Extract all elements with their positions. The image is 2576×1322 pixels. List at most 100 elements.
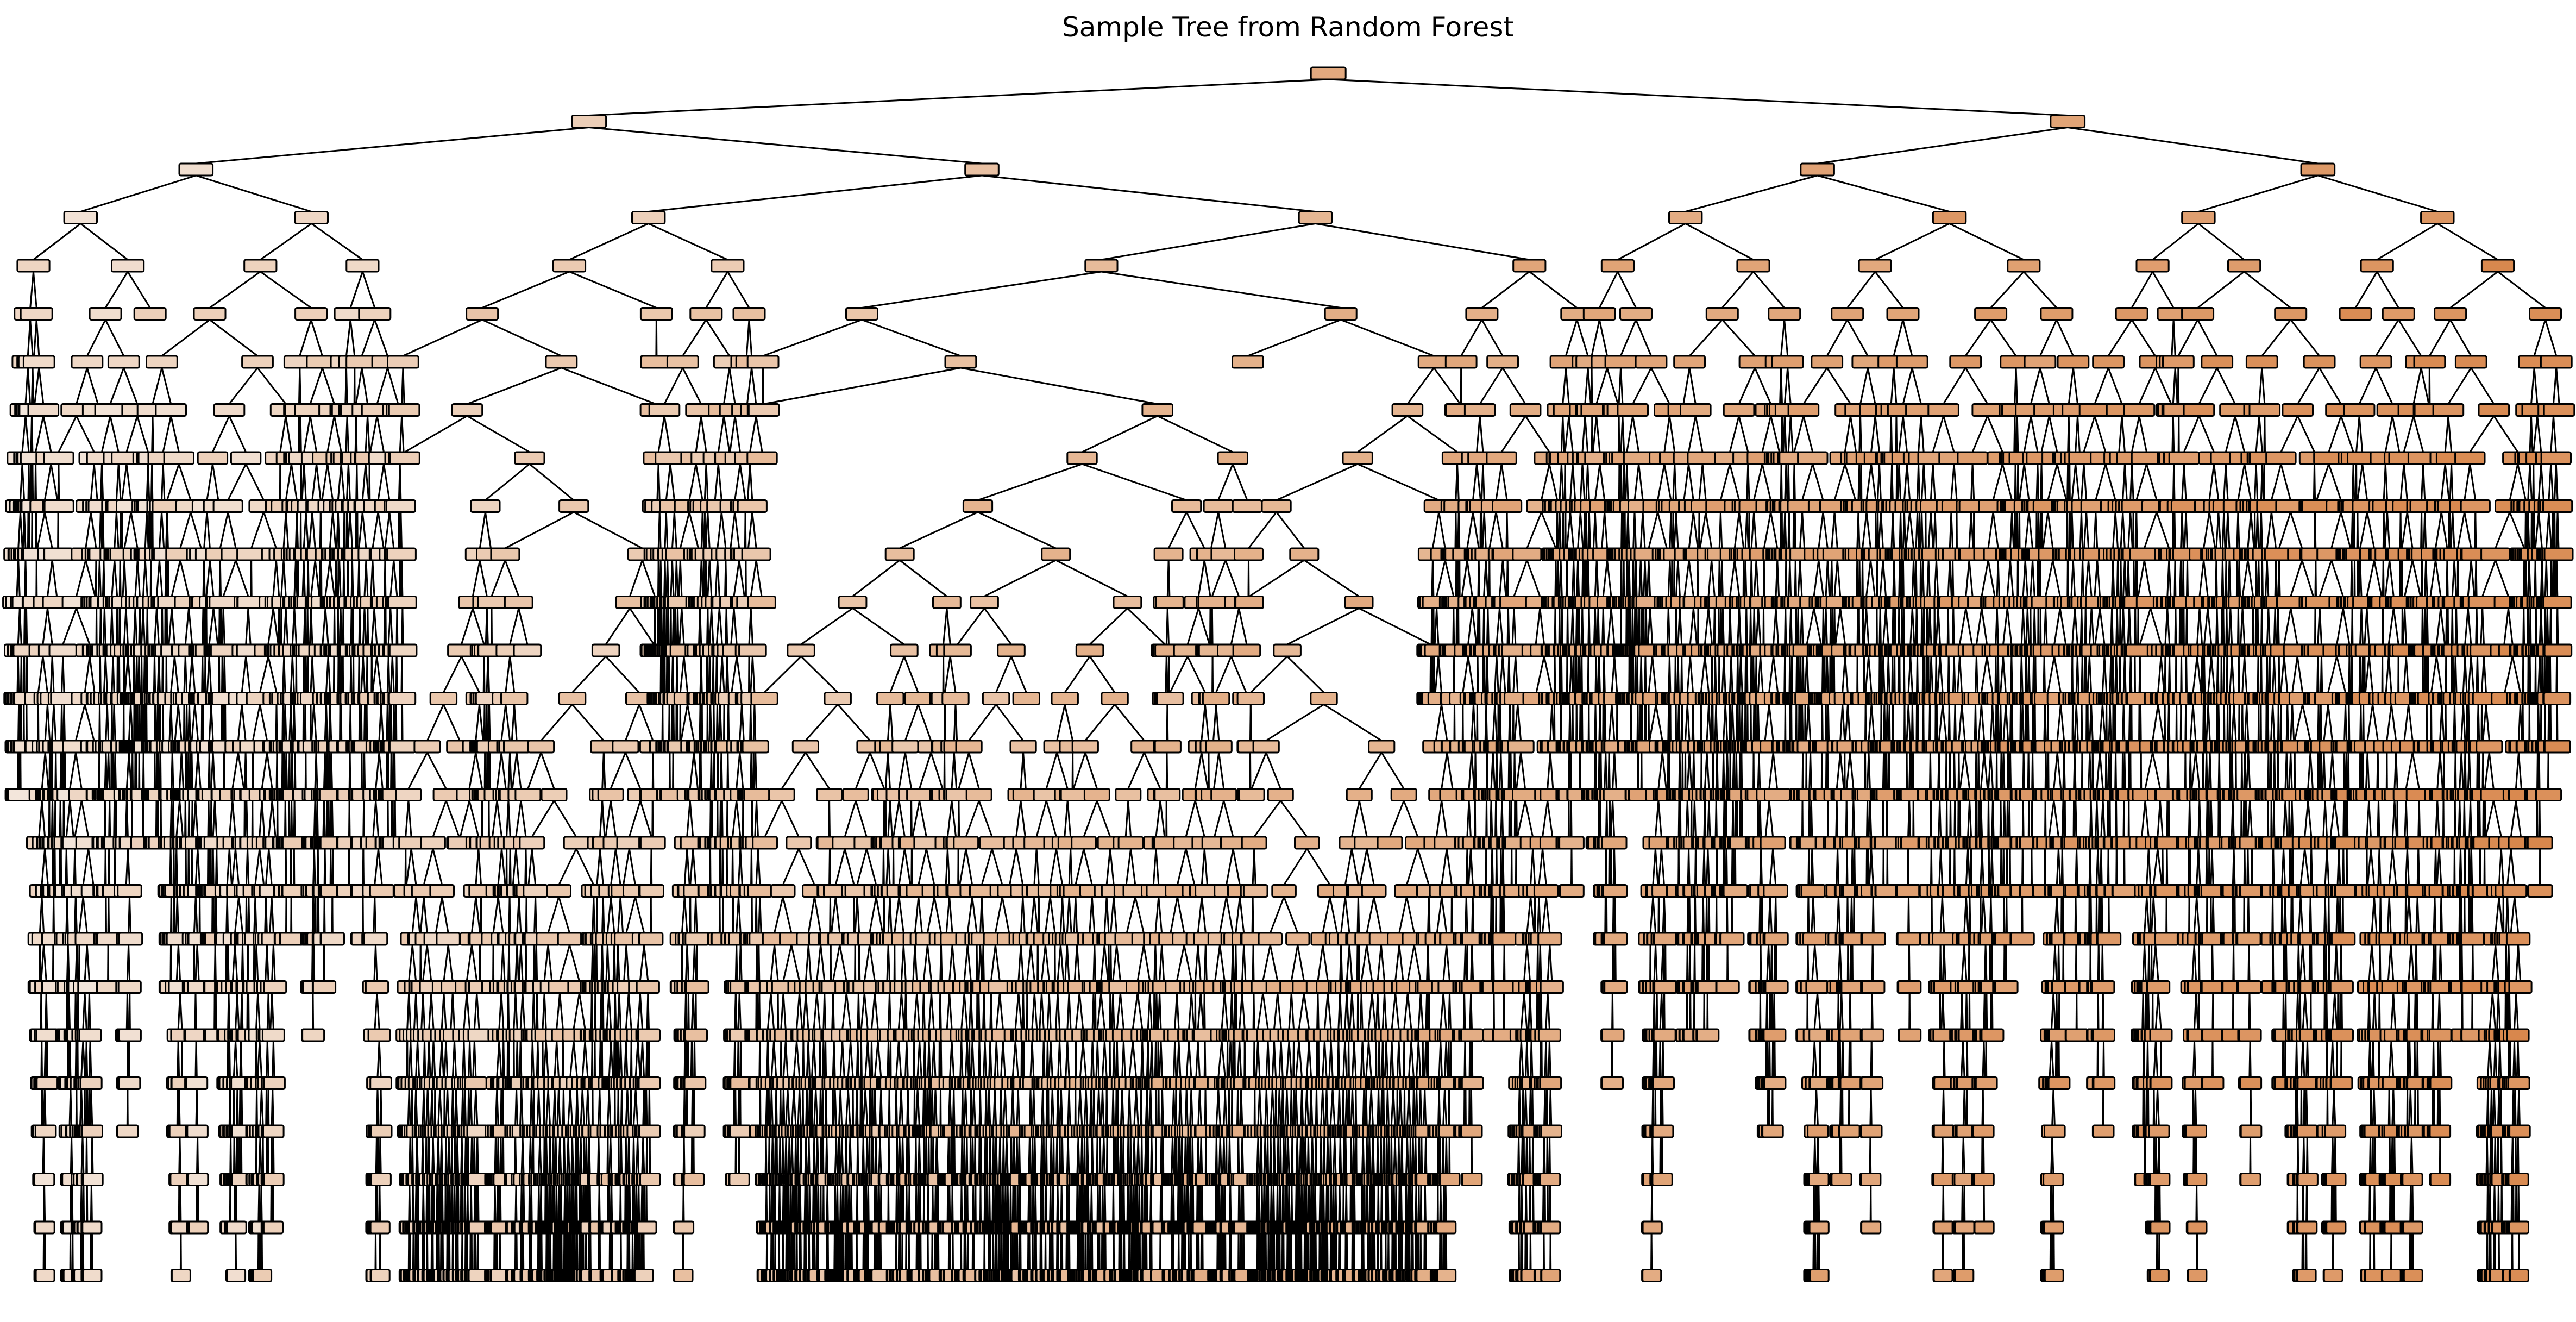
tree-edge <box>682 1185 685 1222</box>
tree-edge <box>1113 1137 1116 1174</box>
tree-edge <box>995 656 1012 693</box>
tree-edge <box>730 512 736 549</box>
tree-edge <box>699 704 702 741</box>
tree-edge <box>958 752 970 789</box>
tree-edge <box>67 944 70 981</box>
tree-edge <box>1383 1137 1385 1174</box>
tree-edge <box>90 1089 93 1126</box>
tree-edge <box>737 1041 740 1077</box>
tree-edge <box>610 752 626 790</box>
tree-edge <box>1084 752 1098 789</box>
tree-edge <box>856 1185 859 1222</box>
tree-edge <box>304 608 307 645</box>
tree-edge <box>721 656 725 693</box>
tree-edge <box>179 560 190 597</box>
tree-edge <box>272 560 277 597</box>
tree-edge <box>179 800 184 837</box>
tree-edge <box>1378 1041 1381 1077</box>
tree-edge <box>813 1041 817 1077</box>
tree-edge <box>898 848 906 885</box>
tree-edge <box>720 752 723 789</box>
tree-edge <box>443 944 449 981</box>
tree-edge <box>648 1089 651 1126</box>
tree-edge <box>487 656 490 693</box>
tree-edge <box>686 944 689 981</box>
tree-edge <box>543 993 547 1030</box>
tree-edge <box>82 1041 86 1077</box>
tree-edge <box>571 655 607 693</box>
tree-edge <box>1368 993 1373 1030</box>
tree-edge <box>927 1089 930 1126</box>
tree-edge <box>720 512 727 549</box>
tree-edge <box>579 993 586 1030</box>
tree-edge <box>903 848 912 885</box>
tree-edge <box>990 944 996 981</box>
tree-edge <box>441 897 449 933</box>
tree-edge <box>362 656 366 693</box>
tree-edge <box>1377 1233 1379 1270</box>
tree-edge <box>366 656 369 693</box>
tree-edge <box>162 704 165 741</box>
tree-edge <box>1110 897 1115 933</box>
tree-edge <box>898 752 906 789</box>
tree-edge <box>347 463 351 500</box>
tree-edge <box>423 1089 426 1126</box>
tree-edge <box>272 944 276 981</box>
tree-edge <box>130 512 139 549</box>
tree-edge <box>42 1137 46 1174</box>
tree-edge <box>561 367 656 405</box>
tree-edge <box>1219 1137 1222 1174</box>
tree-edge <box>309 416 318 453</box>
tree-edge <box>1396 1089 1399 1126</box>
tree-edge <box>548 1185 551 1222</box>
tree-edge <box>1406 848 1419 885</box>
tree-edge <box>329 512 334 549</box>
tree-edge <box>1307 1137 1310 1174</box>
tree-edge <box>717 512 722 549</box>
tree-edge <box>774 944 779 981</box>
tree-edge <box>209 319 258 357</box>
tree-edge <box>659 608 661 645</box>
tree-edge <box>1079 1089 1083 1126</box>
tree-edge <box>1197 608 1210 645</box>
tree-edge <box>900 1089 904 1126</box>
tree-edge <box>667 560 669 597</box>
tree-edge <box>628 1233 631 1270</box>
tree-edge <box>782 1185 785 1222</box>
tree-edge <box>1158 897 1163 933</box>
tree-edge <box>1013 1137 1016 1174</box>
tree-edge <box>1082 463 1187 501</box>
tree-edge <box>1026 993 1028 1030</box>
tree-edge <box>923 1185 925 1222</box>
tree-edge <box>487 752 490 789</box>
tree-edge <box>808 1089 812 1126</box>
tree-edge <box>719 704 722 741</box>
tree-edge <box>671 704 673 741</box>
tree-edge <box>1130 848 1136 885</box>
tree-edge <box>460 608 474 645</box>
tree-edge <box>815 1089 819 1126</box>
tree-edge <box>1284 1185 1286 1222</box>
tree-edge <box>431 1185 434 1222</box>
tree-edge <box>710 752 713 789</box>
tree-edge <box>946 608 951 645</box>
tree-edge <box>628 800 642 837</box>
tree-edge <box>984 1041 987 1077</box>
tree-edge <box>1082 1041 1087 1077</box>
tree-edge <box>554 1089 557 1126</box>
tree-edge <box>46 1041 48 1077</box>
tree-edge <box>919 752 932 789</box>
tree-edge <box>90 1185 93 1222</box>
tree-edge <box>172 800 175 837</box>
tree-edge <box>102 512 105 549</box>
tree-edge <box>1312 1233 1314 1270</box>
tree-edge <box>1060 1089 1063 1126</box>
tree-edge <box>191 656 196 693</box>
tree-edge <box>919 800 927 837</box>
tree-edge <box>688 463 697 500</box>
tree-edge <box>647 993 650 1030</box>
tree-edge <box>775 1089 778 1126</box>
tree-edge <box>1197 560 1205 597</box>
tree-edge <box>479 704 484 741</box>
tree-edge <box>829 897 832 933</box>
